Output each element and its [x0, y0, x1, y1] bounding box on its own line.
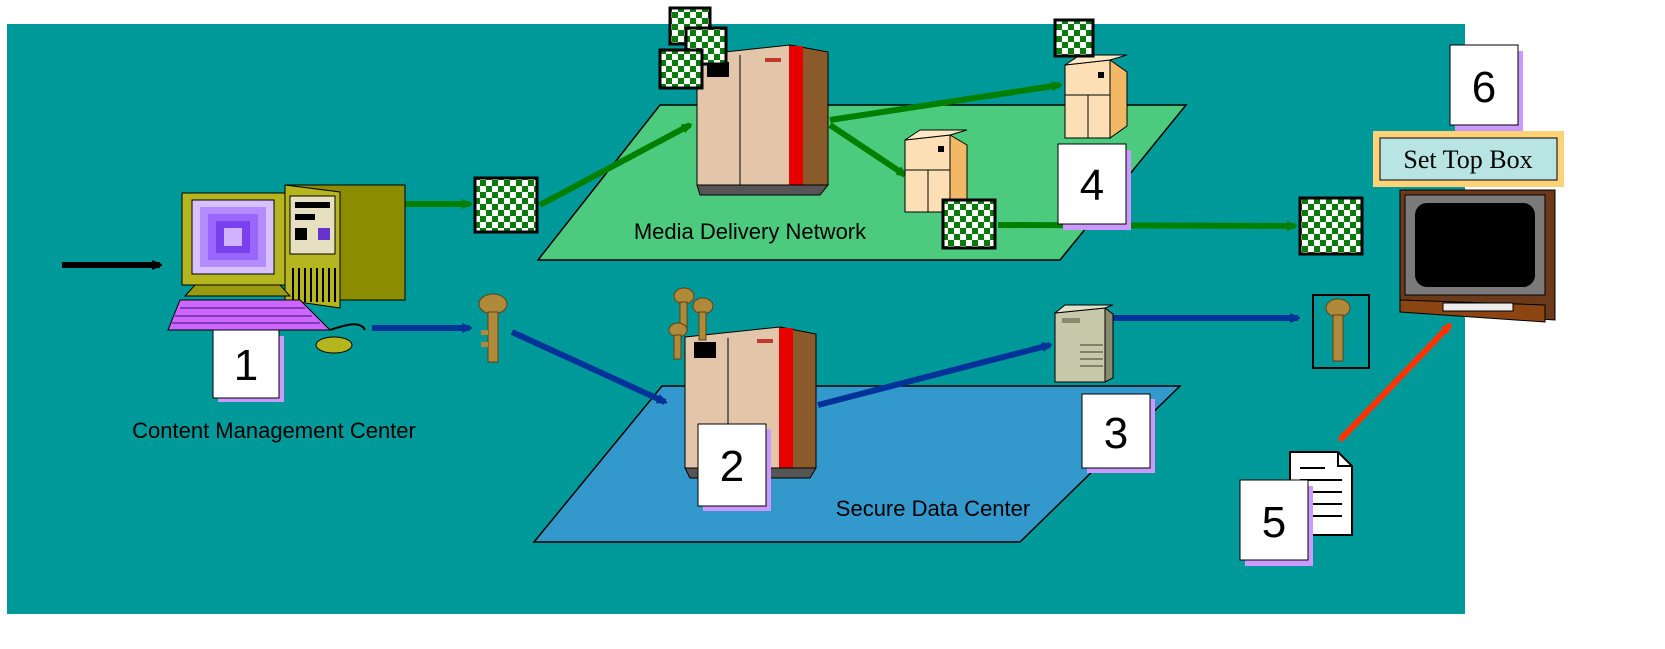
svg-text:6: 6: [1472, 63, 1496, 112]
key-flow-arrows: [372, 318, 1298, 408]
key-icon: [478, 293, 508, 363]
step-1-box: 1: [212, 329, 284, 402]
set-top-box-label: Set Top Box: [1373, 131, 1564, 187]
svg-text:4: 4: [1080, 161, 1104, 210]
checker-content-icon: [658, 48, 704, 90]
svg-text:2: 2: [720, 442, 744, 491]
checker-content-icon: [1053, 18, 1095, 58]
svg-text:3: 3: [1104, 409, 1128, 458]
key-icon: [668, 322, 688, 360]
server-icon: [696, 44, 830, 196]
step-2-box: 2: [697, 423, 771, 511]
key-server-icon: [1053, 304, 1114, 383]
svg-text:5: 5: [1262, 498, 1286, 547]
request-arrow: [1337, 325, 1450, 443]
edge-server-icon: [1064, 54, 1128, 139]
checker-content-icon: [1298, 196, 1364, 256]
television-icon: [1399, 189, 1556, 323]
media-delivery-network-label: Media Delivery Network: [634, 219, 867, 244]
key-icon: [1312, 294, 1370, 369]
edge-server-icon: [904, 129, 968, 213]
computer-icon: [167, 184, 406, 354]
content-flow-arrows: [405, 85, 1295, 226]
step-3-box: 3: [1081, 393, 1155, 473]
content-management-center-label: Content Management Center: [132, 418, 416, 443]
secure-data-center-label: Secure Data Center: [836, 496, 1030, 521]
step-6-box: 6: [1449, 44, 1523, 131]
step-4-box: 4: [1057, 143, 1131, 230]
key-icon: [692, 297, 714, 341]
step-5-box: 5: [1239, 479, 1313, 566]
checker-content-icon: [473, 176, 539, 234]
key-icon: [673, 287, 695, 333]
svg-text:1: 1: [234, 341, 258, 390]
svg-text:Set Top Box: Set Top Box: [1403, 145, 1532, 174]
checker-content-icon: [941, 198, 997, 250]
